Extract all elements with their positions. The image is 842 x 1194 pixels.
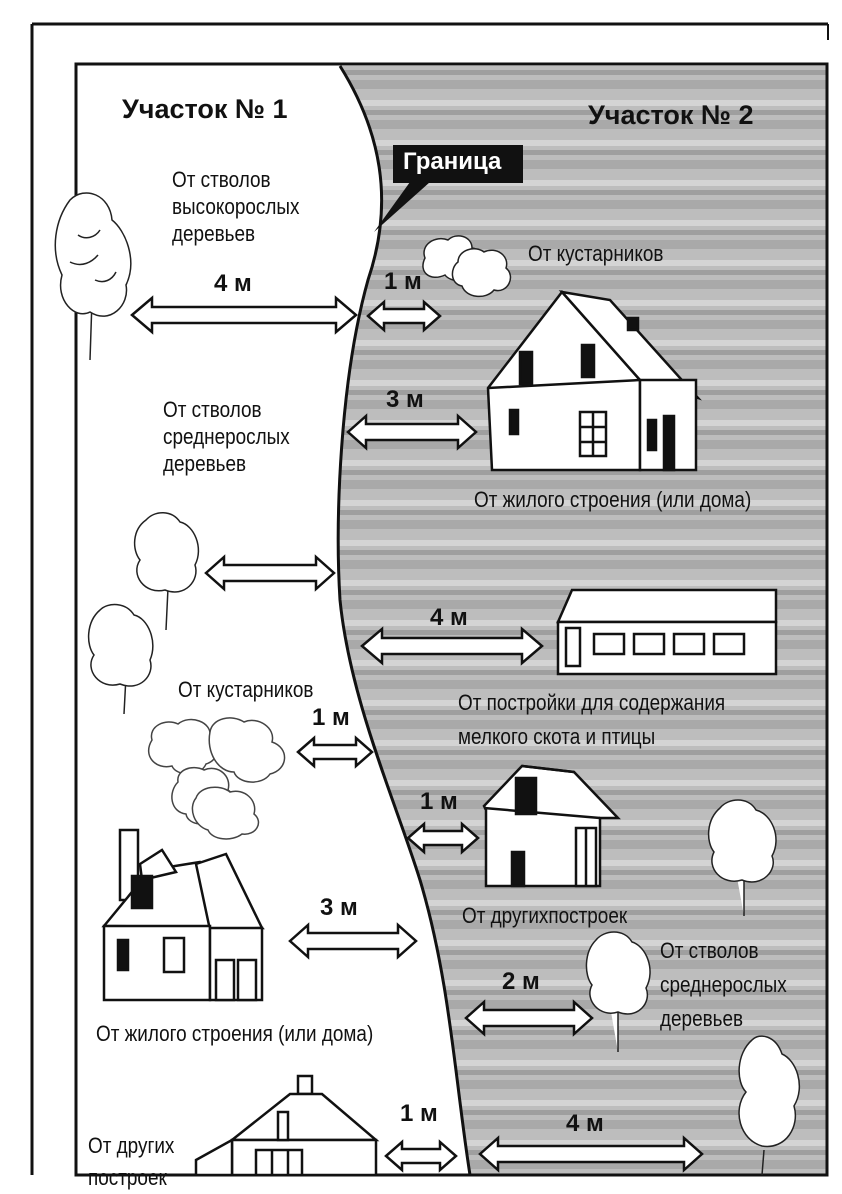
boundary-callout [374,145,523,232]
shrub-icon-left [147,717,286,840]
arrow-tall-trees [130,295,358,335]
medium-tree-icon-2 [87,603,154,715]
tall-tree-icon [54,192,132,361]
label-other-left: От других построек [88,1133,175,1190]
building-icon-bottom [194,1074,380,1177]
boundary-label: Граница [403,148,502,175]
arrow-house-left [288,922,418,960]
label-other-right: От другихпостроек [462,903,628,928]
tall-tree-icon-right [738,1035,801,1176]
label-tall-trees: От стволов высокорослых деревьев [172,167,300,246]
illustration-frame [74,62,829,1177]
arrow-shrubs-right [366,299,442,333]
distance-tall-trees: 4 м [214,270,252,297]
distance-tall-trees-right: 4 м [566,1110,604,1137]
page-frame [30,22,829,1175]
distance-shrubs-left: 1 м [312,704,350,731]
medium-tree-icon-3 [707,799,777,916]
medium-tree-icon-4 [585,931,651,1052]
medium-tree-icon-1 [133,512,200,631]
arrow-house-right [346,413,478,451]
house-icon-left [101,828,265,1002]
arrow-medium-trees-right [464,999,594,1037]
label-medium-trees-right: От стволов среднерослых деревьев [660,938,787,1031]
label-shrubs-right: От кустарников [528,241,664,266]
barn-icon [556,588,778,676]
plot1-title: Участок № 1 [122,94,288,124]
plot2-title: Участок № 2 [588,100,754,130]
distance-house-right: 3 м [386,386,424,413]
label-house-left: От жилого строения (или дома) [96,1021,374,1046]
label-house-right: От жилого строения (или дома) [474,487,752,512]
distance-house-left: 3 м [320,894,358,921]
arrow-other-left [384,1139,458,1173]
label-medium-trees-left: От стволов среднерослых деревьев [163,397,290,476]
distance-other-left: 1 м [400,1100,438,1127]
distance-shrubs-right: 1 м [384,268,422,295]
arrow-tall-trees-right [478,1135,704,1173]
label-barn-right: От постройки для содержания мелкого скот… [458,690,726,749]
shed-icon [482,764,621,888]
distance-other-right: 1 м [420,788,458,815]
arrows [130,295,704,1173]
arrow-other-right [406,821,480,855]
arrow-medium-trees-left [204,554,336,592]
house-icon-top [486,290,702,472]
arrow-shrubs-left [296,735,374,769]
distance-medium-trees-right: 2 м [502,968,540,995]
shrub-icon-top [422,235,512,298]
distance-barn: 4 м [430,604,468,631]
arrow-barn [360,626,544,666]
label-shrubs-left: От кустарников [178,677,314,702]
